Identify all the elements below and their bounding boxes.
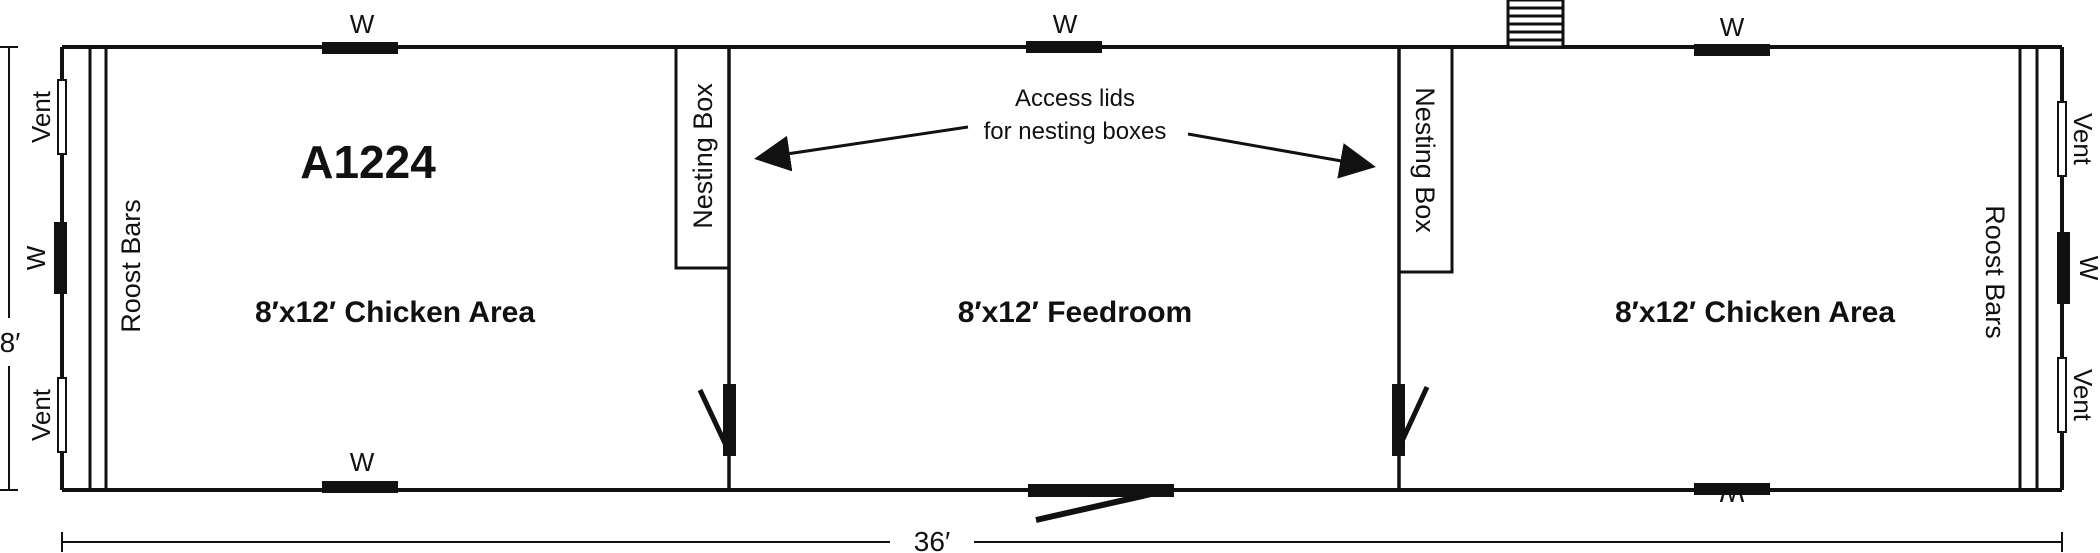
window-label-bottom-left: W <box>350 447 375 477</box>
window-label-right-wall: W <box>2074 256 2100 281</box>
window-top-right <box>1694 44 1770 56</box>
vent-label-right-top: Vent <box>2068 113 2098 166</box>
window-label-bottom-right: W <box>1719 478 1744 508</box>
door-left <box>697 384 736 458</box>
nesting-box-left <box>674 47 729 270</box>
vent-label-left-top: Vent <box>26 90 56 143</box>
main-door <box>1028 484 1174 523</box>
vent-right-top <box>2057 101 2067 177</box>
vent-label-left-bottom: Vent <box>26 388 56 441</box>
roost-bars-label-left: Roost Bars <box>116 199 146 333</box>
vent-left-top <box>57 79 67 155</box>
room-label-center: 8′x12′ Feedroom <box>958 296 1192 329</box>
window-bottom-right <box>1694 483 1770 495</box>
room-label-right: 8′x12′ Chicken Area <box>1615 296 1895 329</box>
nesting-box-label-left: Nesting Box <box>688 83 718 229</box>
window-label-top-center: W <box>1053 9 1078 39</box>
door-right <box>1392 384 1430 456</box>
roost-bars-label-right: Roost Bars <box>1980 205 2010 339</box>
vent-right-bottom <box>2057 357 2067 433</box>
window-left-wall <box>54 222 67 294</box>
access-note-line2: for nesting boxes <box>984 118 1167 145</box>
access-note-line1: Access lids <box>1015 85 1135 112</box>
window-right-wall <box>2057 232 2070 304</box>
window-label-top-right: W <box>1720 12 1745 42</box>
vent-left-bottom <box>57 377 67 453</box>
room-label-left: 8′x12′ Chicken Area <box>255 296 535 329</box>
window-label-left-wall: W <box>21 245 51 270</box>
plan-id: A1224 <box>300 136 436 188</box>
window-top-left <box>322 42 398 54</box>
dimension-depth-label: 8′ <box>0 327 20 358</box>
roost-bars-right-lines <box>2018 47 2039 490</box>
dimension-width-label: 36′ <box>914 526 950 553</box>
nesting-box-right <box>1399 47 1454 274</box>
roost-bars-left-lines <box>88 47 108 490</box>
vent-label-right-bottom: Vent <box>2068 369 2098 422</box>
access-arrow-left <box>754 125 969 172</box>
entry-steps <box>1506 0 1565 49</box>
window-label-top-left: W <box>350 9 375 39</box>
nesting-box-label-right: Nesting Box <box>1410 87 1440 233</box>
window-top-center <box>1026 41 1102 53</box>
access-arrow-right <box>1187 132 1376 179</box>
window-bottom-left <box>322 481 398 493</box>
